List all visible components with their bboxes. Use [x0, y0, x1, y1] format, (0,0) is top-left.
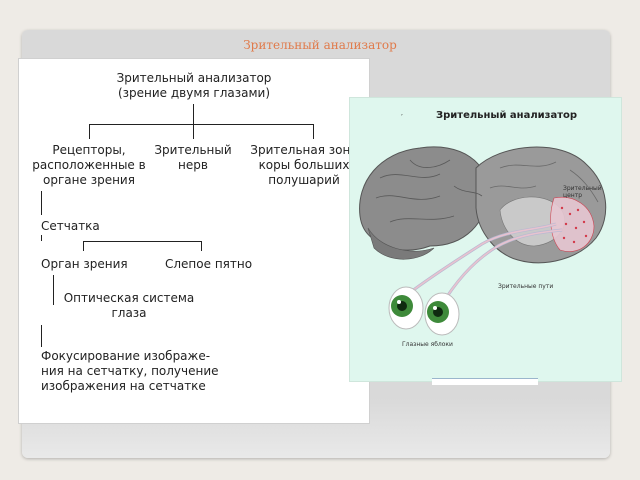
slide-title: Зрительный анализатор: [243, 38, 397, 52]
branch3-line-2: коры больших: [258, 158, 350, 172]
branch1-line-1: Рецепторы,: [52, 143, 126, 157]
connector-retina-down: [41, 235, 42, 241]
connector-root: [193, 104, 194, 124]
focus-line-3: изображения на сетчатке: [41, 379, 206, 393]
figure-marker: ,: [401, 110, 403, 117]
connector-organ: [83, 241, 84, 251]
branch2-line-2: нерв: [178, 158, 208, 172]
connector-focus: [41, 325, 42, 347]
figure-tab: [432, 378, 538, 385]
figure-title: Зрительный анализатор: [436, 110, 578, 121]
connector-top-bar: [89, 124, 313, 125]
connector-branch-2: [193, 124, 194, 139]
retina-label: Сетчатка: [41, 219, 100, 233]
branch1-line-2: расположенные в: [32, 158, 146, 172]
connector-optic: [53, 275, 54, 305]
connector-retina: [41, 191, 42, 215]
root-line-2: (зрение двумя глазами): [117, 86, 271, 100]
connector-branch-1: [89, 124, 90, 139]
blind-spot-label: Слепое пятно: [165, 257, 253, 271]
branch2-line-1: Зрительный: [154, 143, 232, 157]
hierarchy-scheme: Зрительный анализатор (зрение двумя глаз…: [18, 58, 370, 424]
connector-retina-bar: [83, 241, 201, 242]
optic-line-2: глаза: [111, 306, 147, 320]
root-line-1: Зрительный анализатор: [116, 71, 272, 85]
brain-illustration: [359, 146, 607, 336]
visual-paths-label: Зрительные пути: [498, 283, 554, 290]
organ-label: Орган зрения: [41, 257, 128, 271]
connector-branch-3: [313, 124, 314, 139]
visual-center-label: Зрительный центр: [563, 185, 602, 199]
connector-blind-spot: [201, 241, 202, 251]
focus-line-1: Фокусирование изображе-: [41, 349, 211, 363]
branch1-line-3: органе зрения: [43, 173, 135, 187]
optic-line-1: Оптическая система: [63, 291, 195, 305]
branch3-line-3: полушарий: [268, 173, 340, 187]
focus-line-2: ния на сетчатку, получение: [41, 364, 219, 378]
eyeballs-label: Глазные яблоки: [402, 341, 453, 348]
branch3-line-1: Зрительная зона: [250, 143, 358, 157]
brain-eyes-illustration: , Зрительный анализатор: [349, 97, 622, 382]
